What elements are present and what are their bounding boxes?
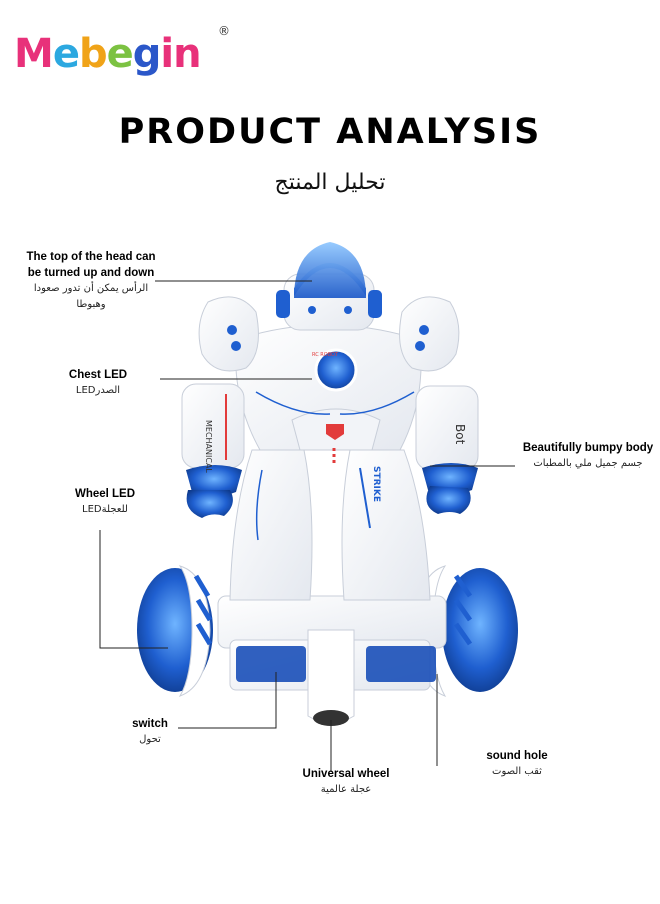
page-title: PRODUCT ANALYSIS (118, 112, 542, 152)
chest-small-text: RC ROBOT (312, 352, 339, 358)
left-wheel (137, 565, 213, 697)
logo-letter: n (173, 31, 202, 77)
label-head-ar: الرأس يمكن أن تدور صعودا وهبوطا (33, 283, 149, 310)
label-wheel-ar: LEDللعجلة (82, 504, 128, 515)
label-universal-ar: عجلة عالمية (320, 784, 372, 795)
arm-text-left: MECHANICAL (204, 420, 213, 473)
logo-letter: e (106, 31, 134, 77)
label-body: Beautifully bumpy body جسم جميل ملي بالم… (520, 440, 656, 472)
hoverboard-base (217, 595, 447, 726)
label-head: The top of the head can be turned up and… (18, 249, 164, 313)
label-chest-ar: LEDالصدر (75, 385, 121, 396)
label-universal-en: Universal wheel (302, 768, 390, 780)
arm-text-right: Bot (453, 424, 467, 445)
logo-letter: i (160, 31, 174, 77)
page-title-arabic: تحليل المنتج (274, 170, 386, 195)
logo-letter: b (78, 31, 108, 77)
robot-torso (235, 324, 422, 464)
logo-letter: M (14, 31, 54, 77)
label-sound-ar: ثقب الصوت (492, 766, 542, 777)
label-body-en: Beautifully bumpy body (522, 442, 654, 454)
robot-left-arm (181, 296, 259, 518)
label-chest-led: Chest LED LEDالصدر (52, 367, 144, 399)
logo-letter: e (52, 31, 80, 77)
robot-legs (229, 449, 431, 601)
label-head-en-2: be turned up and down (27, 267, 155, 279)
leg-text: STRIKE (371, 466, 381, 502)
logo-letter: g (132, 31, 162, 77)
label-head-en-1: The top of the head can (26, 251, 156, 263)
label-switch: switch تحول (114, 716, 186, 748)
registered-mark: ® (218, 24, 230, 38)
label-universal-wheel: Universal wheel عجلة عالمية (286, 766, 406, 798)
label-sound-en: sound hole (486, 750, 548, 762)
label-chest-en: Chest LED (68, 369, 128, 381)
label-switch-ar: تحول (139, 734, 161, 745)
label-wheel-led: Wheel LED LEDللعجلة (58, 486, 152, 518)
label-body-ar: جسم جميل ملي بالمطبات (533, 458, 643, 469)
label-switch-en: switch (132, 718, 168, 730)
label-sound-hole: sound hole ثقب الصوت (474, 748, 560, 780)
robot-head (276, 242, 382, 331)
robot-right-arm (399, 296, 479, 514)
label-wheel-en: Wheel LED (74, 488, 136, 500)
leader-lines (99, 280, 515, 772)
